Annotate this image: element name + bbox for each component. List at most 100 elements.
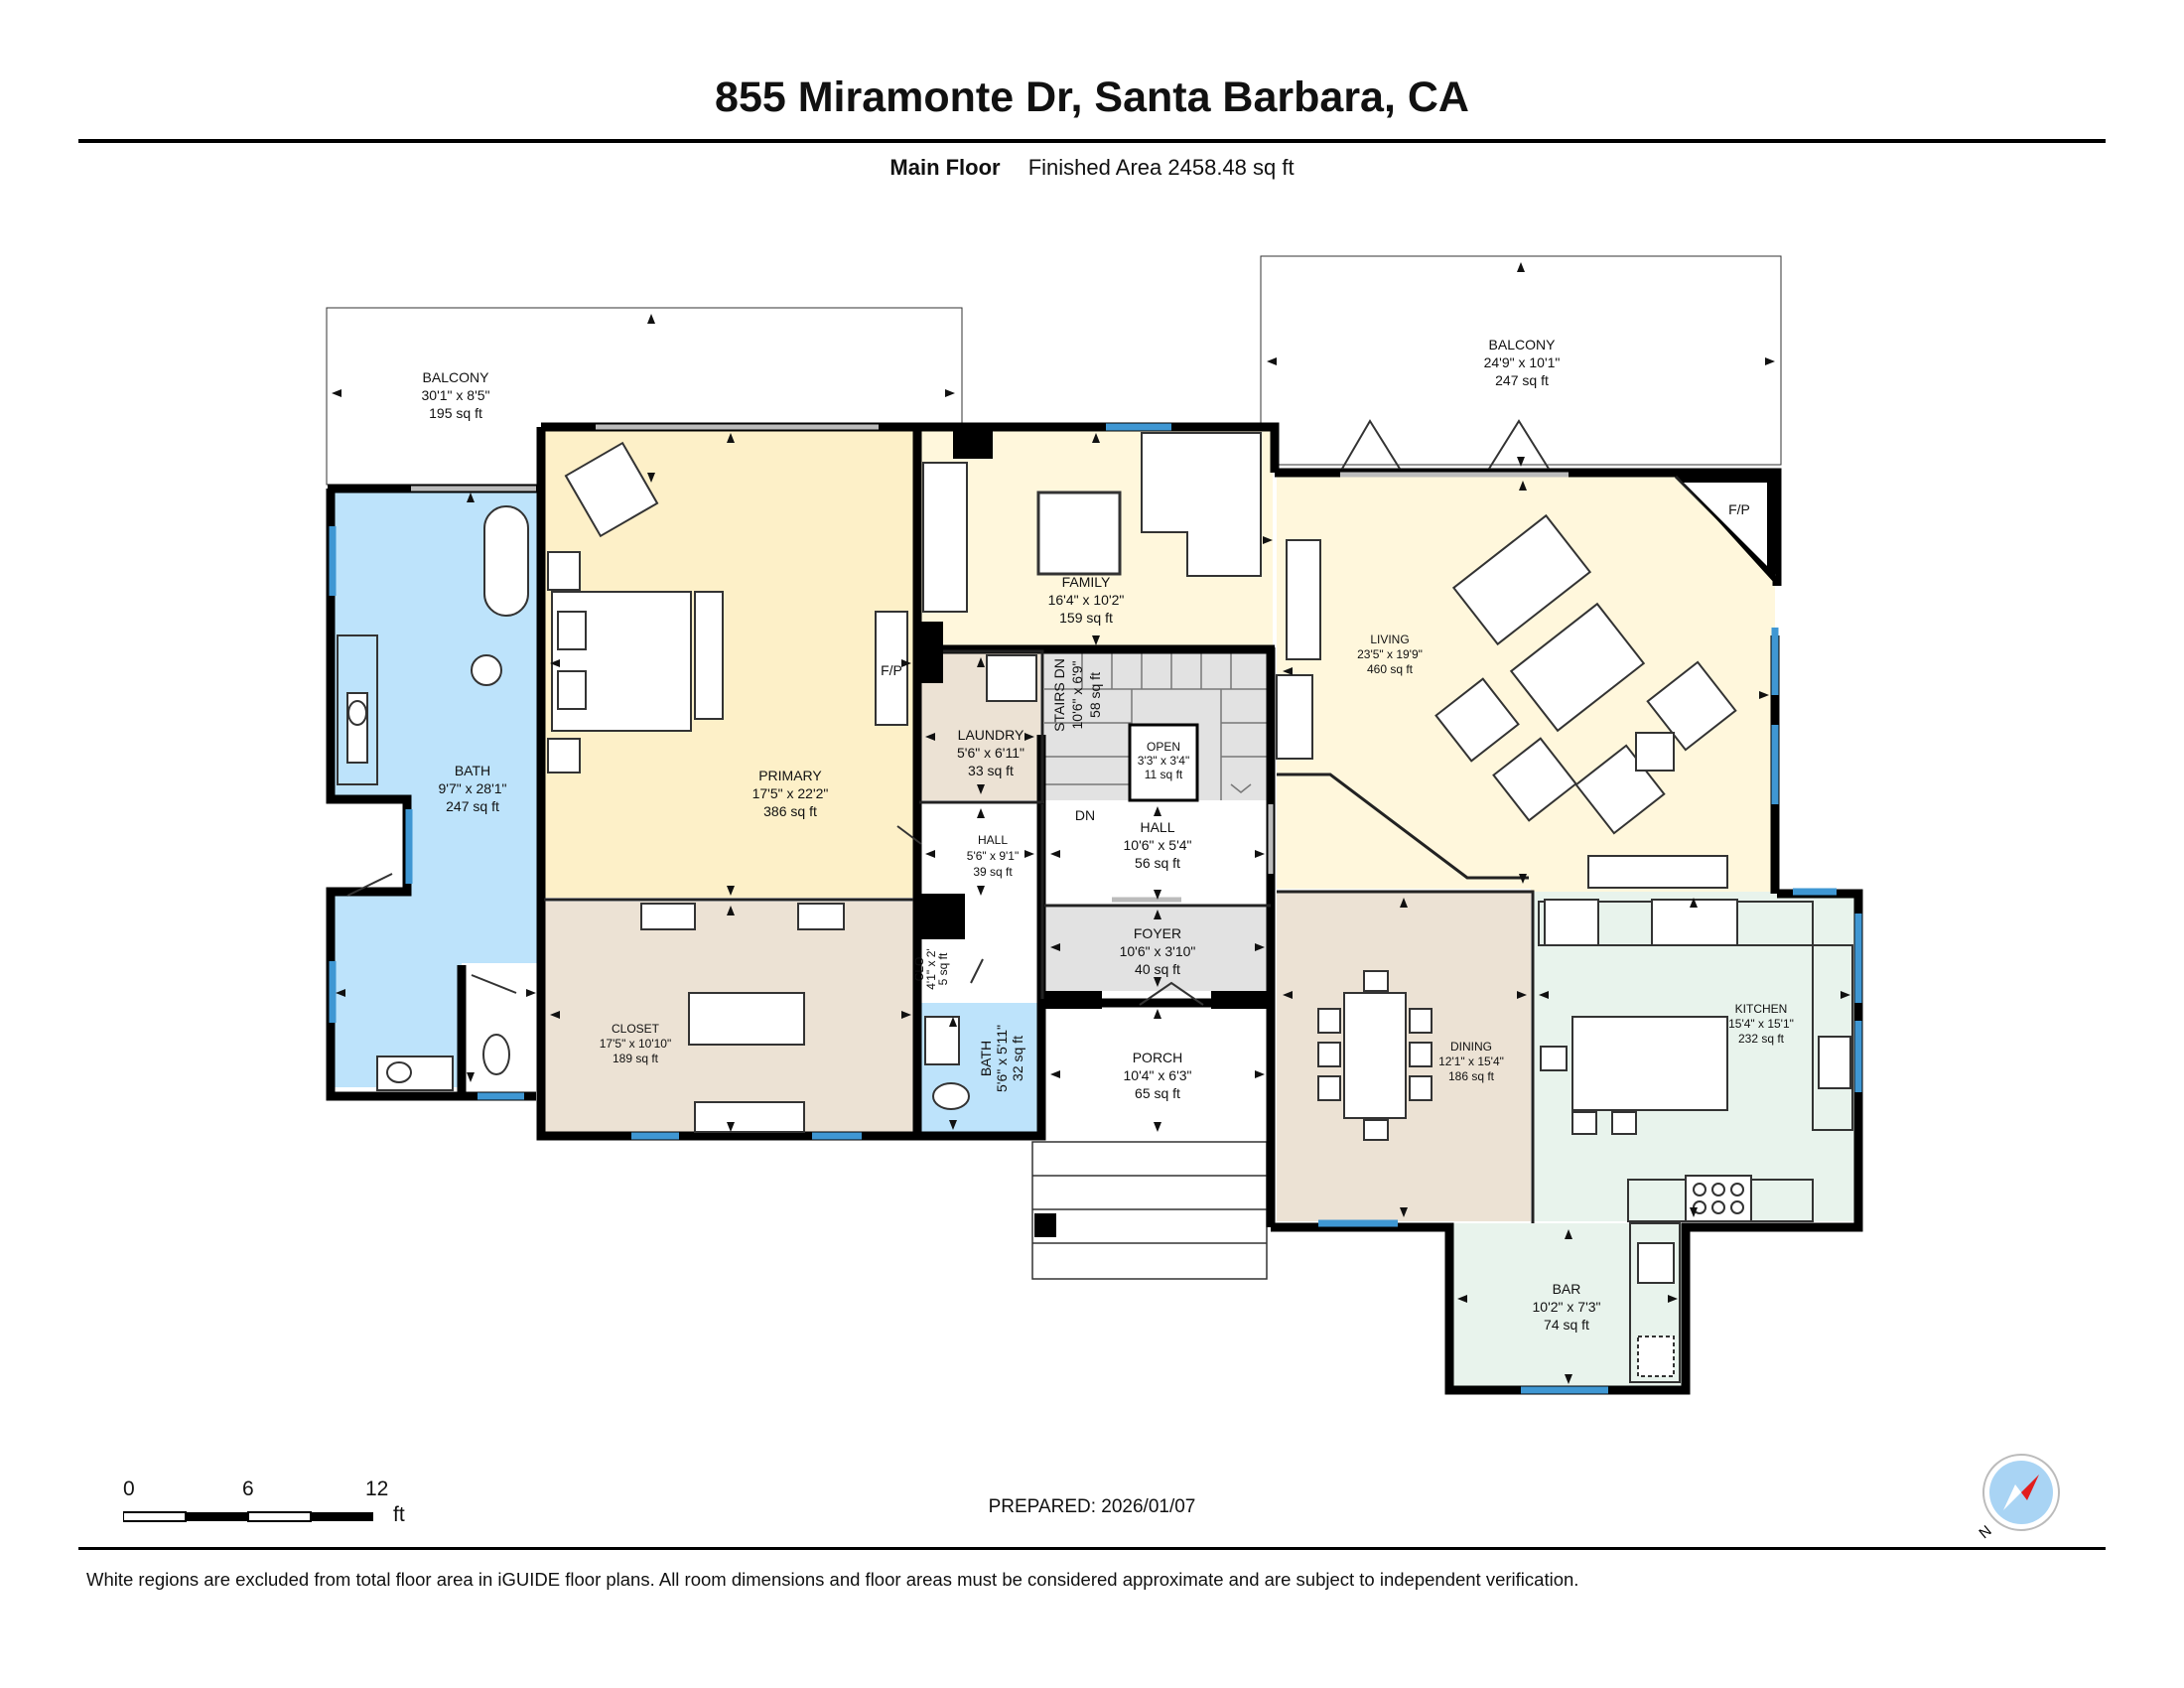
kitchen-cabinet — [1651, 899, 1738, 946]
sliding-doors — [411, 424, 1569, 903]
living-sideboard — [1286, 539, 1321, 660]
open-dims: 3'3" x 3'4" — [1138, 754, 1189, 768]
pillow-2 — [557, 670, 587, 710]
open-name: OPEN — [1147, 740, 1180, 754]
bath-sink-2 — [386, 1061, 412, 1083]
fridge — [1544, 899, 1599, 946]
hall-main-area-label: 56 sq ft — [1135, 855, 1180, 871]
furniture — [337, 432, 1853, 1383]
pillow-1 — [557, 611, 587, 650]
bar-stool-2 — [1611, 1111, 1637, 1135]
dimension-arrows — [332, 262, 1850, 1384]
dining-chair-6 — [1409, 1075, 1433, 1101]
chair-living-4 — [1646, 660, 1737, 752]
laundry-name: LAUNDRY — [958, 727, 1024, 743]
balcony-right-name: BALCONY — [1489, 337, 1557, 352]
closet-shelf-2 — [797, 903, 845, 930]
bath-half-dims: 5'6" x 5'11" — [994, 1025, 1010, 1092]
step-post — [1034, 1213, 1056, 1237]
primary-name: PRIMARY — [758, 768, 822, 783]
door-swings — [346, 419, 1550, 1006]
prepared-date: PREPARED: 2026/01/07 — [988, 1496, 1196, 1517]
porch-area — [1044, 1005, 1271, 1138]
dining-chair-3 — [1317, 1075, 1341, 1101]
foyer-name: FOYER — [1134, 925, 1181, 941]
hall-main-dims: 10'6" x 5'4" — [1124, 837, 1192, 853]
dining-chair-5 — [1409, 1042, 1433, 1067]
kitchen-name: KITCHEN — [1735, 1002, 1788, 1016]
vanity-sink — [347, 700, 367, 726]
bath-main-area — [333, 489, 541, 1087]
kitchen-island — [1571, 1016, 1728, 1111]
kitchen-counter-right — [1812, 944, 1853, 1131]
armchair-primary — [564, 441, 659, 538]
toilet — [482, 1034, 510, 1075]
dining-area-label: 186 sq ft — [1448, 1069, 1495, 1083]
bath-main-area-label: 247 sq ft — [446, 798, 499, 814]
tv-console — [922, 462, 968, 613]
foyer-area-label: 40 sq ft — [1135, 961, 1180, 977]
scale-tick-6: 6 — [242, 1477, 254, 1500]
balcony-left-dims: 30'1" x 8'5" — [422, 387, 490, 403]
side-table — [1635, 732, 1675, 772]
stairs-label: STAIRS DN 10'6" x 6'9" 58 sq ft — [1051, 658, 1103, 732]
scale-bar-graphic — [123, 1511, 373, 1522]
living-area-label: 460 sq ft — [1367, 662, 1414, 676]
closet-shelf-1 — [640, 903, 696, 930]
scale-tick-0: 0 — [123, 1477, 135, 1500]
dining-chair-8 — [1363, 1119, 1389, 1141]
page-title: 855 Miramonte Dr, Santa Barbara, CA — [715, 73, 1469, 121]
porch-area-label: 65 sq ft — [1135, 1085, 1180, 1101]
windows — [329, 423, 1862, 1394]
bar-counter — [1629, 1222, 1681, 1383]
ottoman — [1036, 491, 1122, 576]
bar-name: BAR — [1553, 1281, 1581, 1297]
balcony-right-dims: 24'9" x 10'1" — [1484, 354, 1561, 370]
stairs-area-label: 58 sq ft — [1087, 672, 1103, 718]
family-area-label: 159 sq ft — [1059, 610, 1113, 626]
bath-main-dims: 9'7" x 28'1" — [439, 780, 507, 796]
room-labels: BALCONY 30'1" x 8'5" 195 sq ft BALCONY 2… — [422, 337, 1794, 1333]
clo-area-label: 5 sq ft — [936, 952, 950, 985]
floor-name: Main Floor — [889, 155, 1001, 180]
half-bath-sink — [924, 1016, 960, 1065]
bath-half-area-label: 32 sq ft — [1010, 1036, 1025, 1081]
range-stove — [1685, 1175, 1752, 1222]
stairs-name: STAIRS DN — [1051, 658, 1067, 732]
closet-name: CLOSET — [612, 1022, 660, 1036]
open-area-label: 11 sq ft — [1145, 768, 1183, 781]
bath-half-label: BATH 5'6" x 5'11" 32 sq ft — [978, 1025, 1025, 1092]
stairs-down-label: DN — [1075, 807, 1095, 823]
balcony-left-area-label: 195 sq ft — [429, 405, 482, 421]
compass-icon: N — [1976, 1454, 2060, 1542]
dining-chair-7 — [1363, 970, 1389, 992]
fireplace-living — [1684, 483, 1767, 566]
dining-dims: 12'1" x 15'4" — [1438, 1055, 1504, 1068]
kitchen-dims: 15'4" x 15'1" — [1728, 1017, 1794, 1031]
kitchen-sink — [1818, 1036, 1851, 1089]
porch-steps — [1031, 1141, 1268, 1280]
primary-dims: 17'5" x 22'2" — [752, 785, 829, 801]
porch-dims: 10'4" x 6'3" — [1124, 1067, 1192, 1083]
closet-dims: 17'5" x 10'10" — [600, 1037, 672, 1051]
bar-dims: 10'2" x 7'3" — [1533, 1299, 1601, 1315]
hall-small-name: HALL — [978, 833, 1008, 847]
stove-burners — [1693, 1183, 1744, 1214]
hall-main-name: HALL — [1140, 819, 1174, 835]
living-dims: 23'5" x 19'9" — [1357, 647, 1423, 661]
disclaimer-text: White regions are excluded from total fl… — [86, 1569, 1579, 1590]
bathtub — [483, 505, 529, 617]
bath-drain — [471, 654, 502, 686]
foyer-dims: 10'6" x 3'10" — [1120, 943, 1196, 959]
nightstand-1 — [547, 551, 581, 591]
kitchen-area-label: 232 sq ft — [1738, 1032, 1785, 1046]
fireplace-living-label: F/P — [1728, 501, 1750, 517]
dining-chair-2 — [1317, 1042, 1341, 1067]
living-name: LIVING — [1370, 633, 1409, 646]
thin-walls — [544, 475, 1777, 1223]
scale-tick-12: 12 — [365, 1477, 389, 1500]
coffee-table — [1509, 602, 1646, 733]
clo-label: CLO 4'1" x 2' 5 sq ft — [912, 948, 950, 990]
nightstand-2 — [547, 738, 581, 774]
